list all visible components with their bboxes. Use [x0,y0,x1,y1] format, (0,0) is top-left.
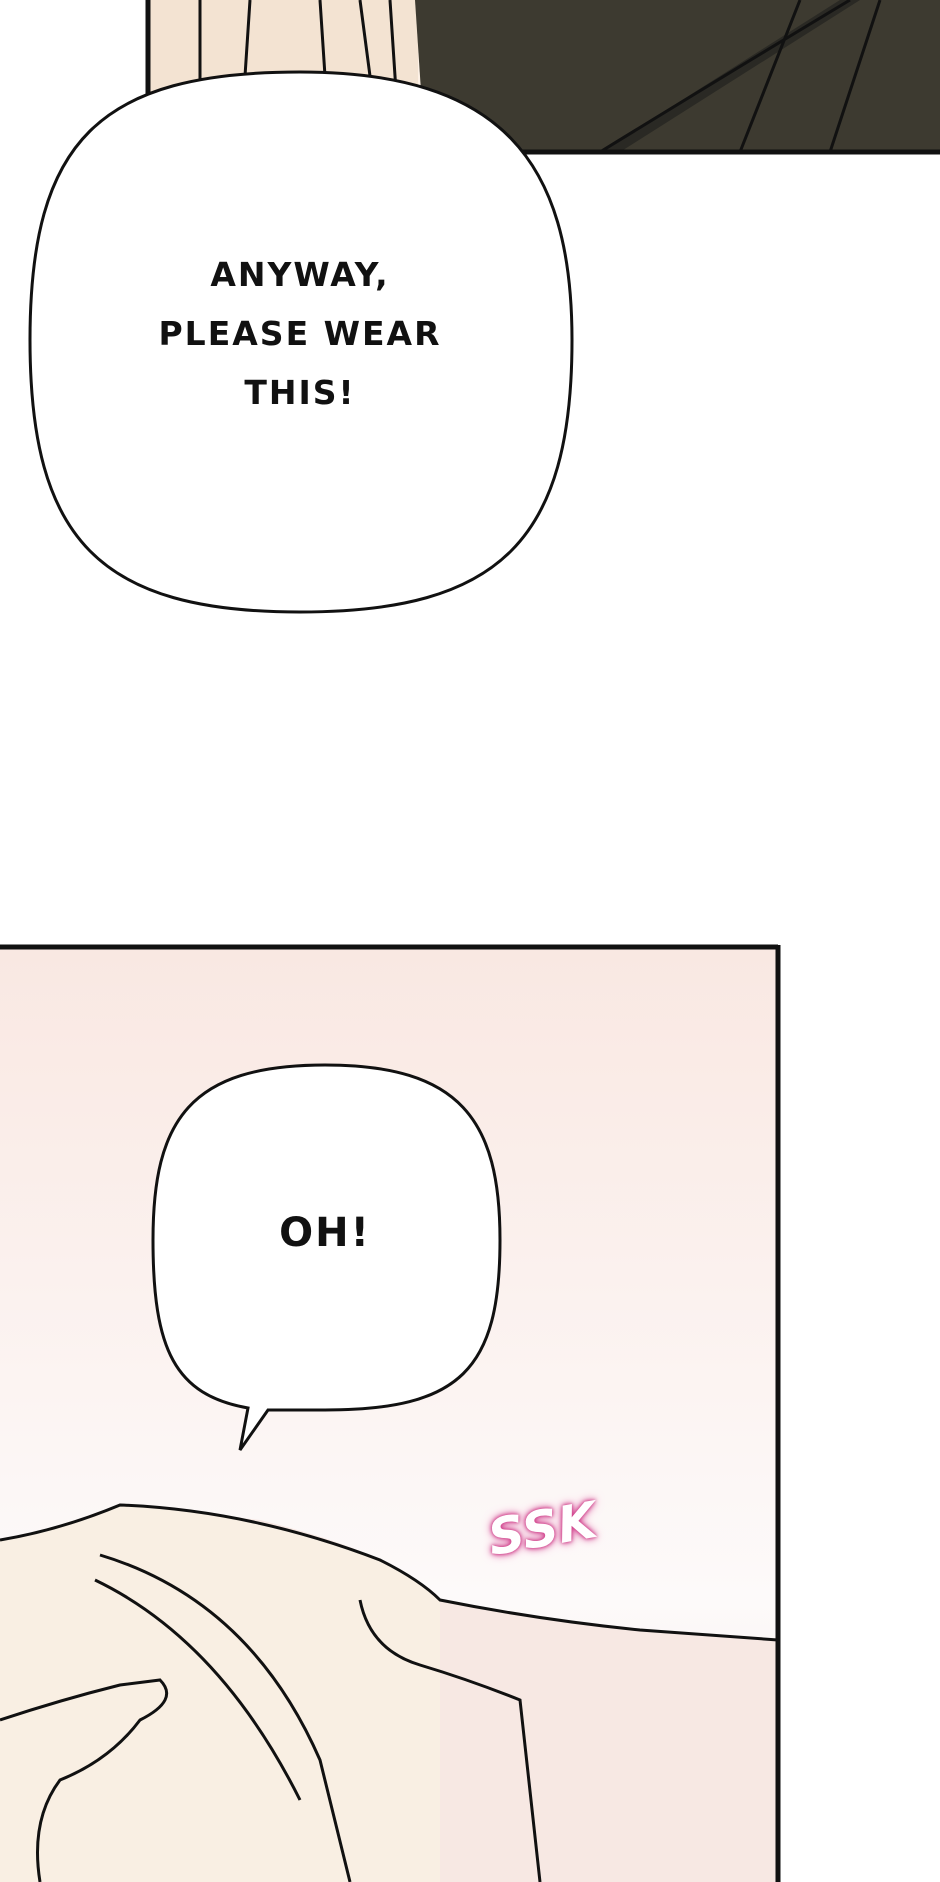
speech-bubble-1 [28,70,574,614]
speech-bubble-2 [151,1063,502,1451]
bubble-2-text: OH! [279,1210,371,1256]
bubble-1-line: ANYWAY, [210,255,390,294]
bubble-1-line: PLEASE WEAR [158,314,442,353]
bubble-1-text: ANYWAY, PLEASE WEAR THIS! [100,245,500,422]
bubble-1-line: THIS! [244,373,356,412]
